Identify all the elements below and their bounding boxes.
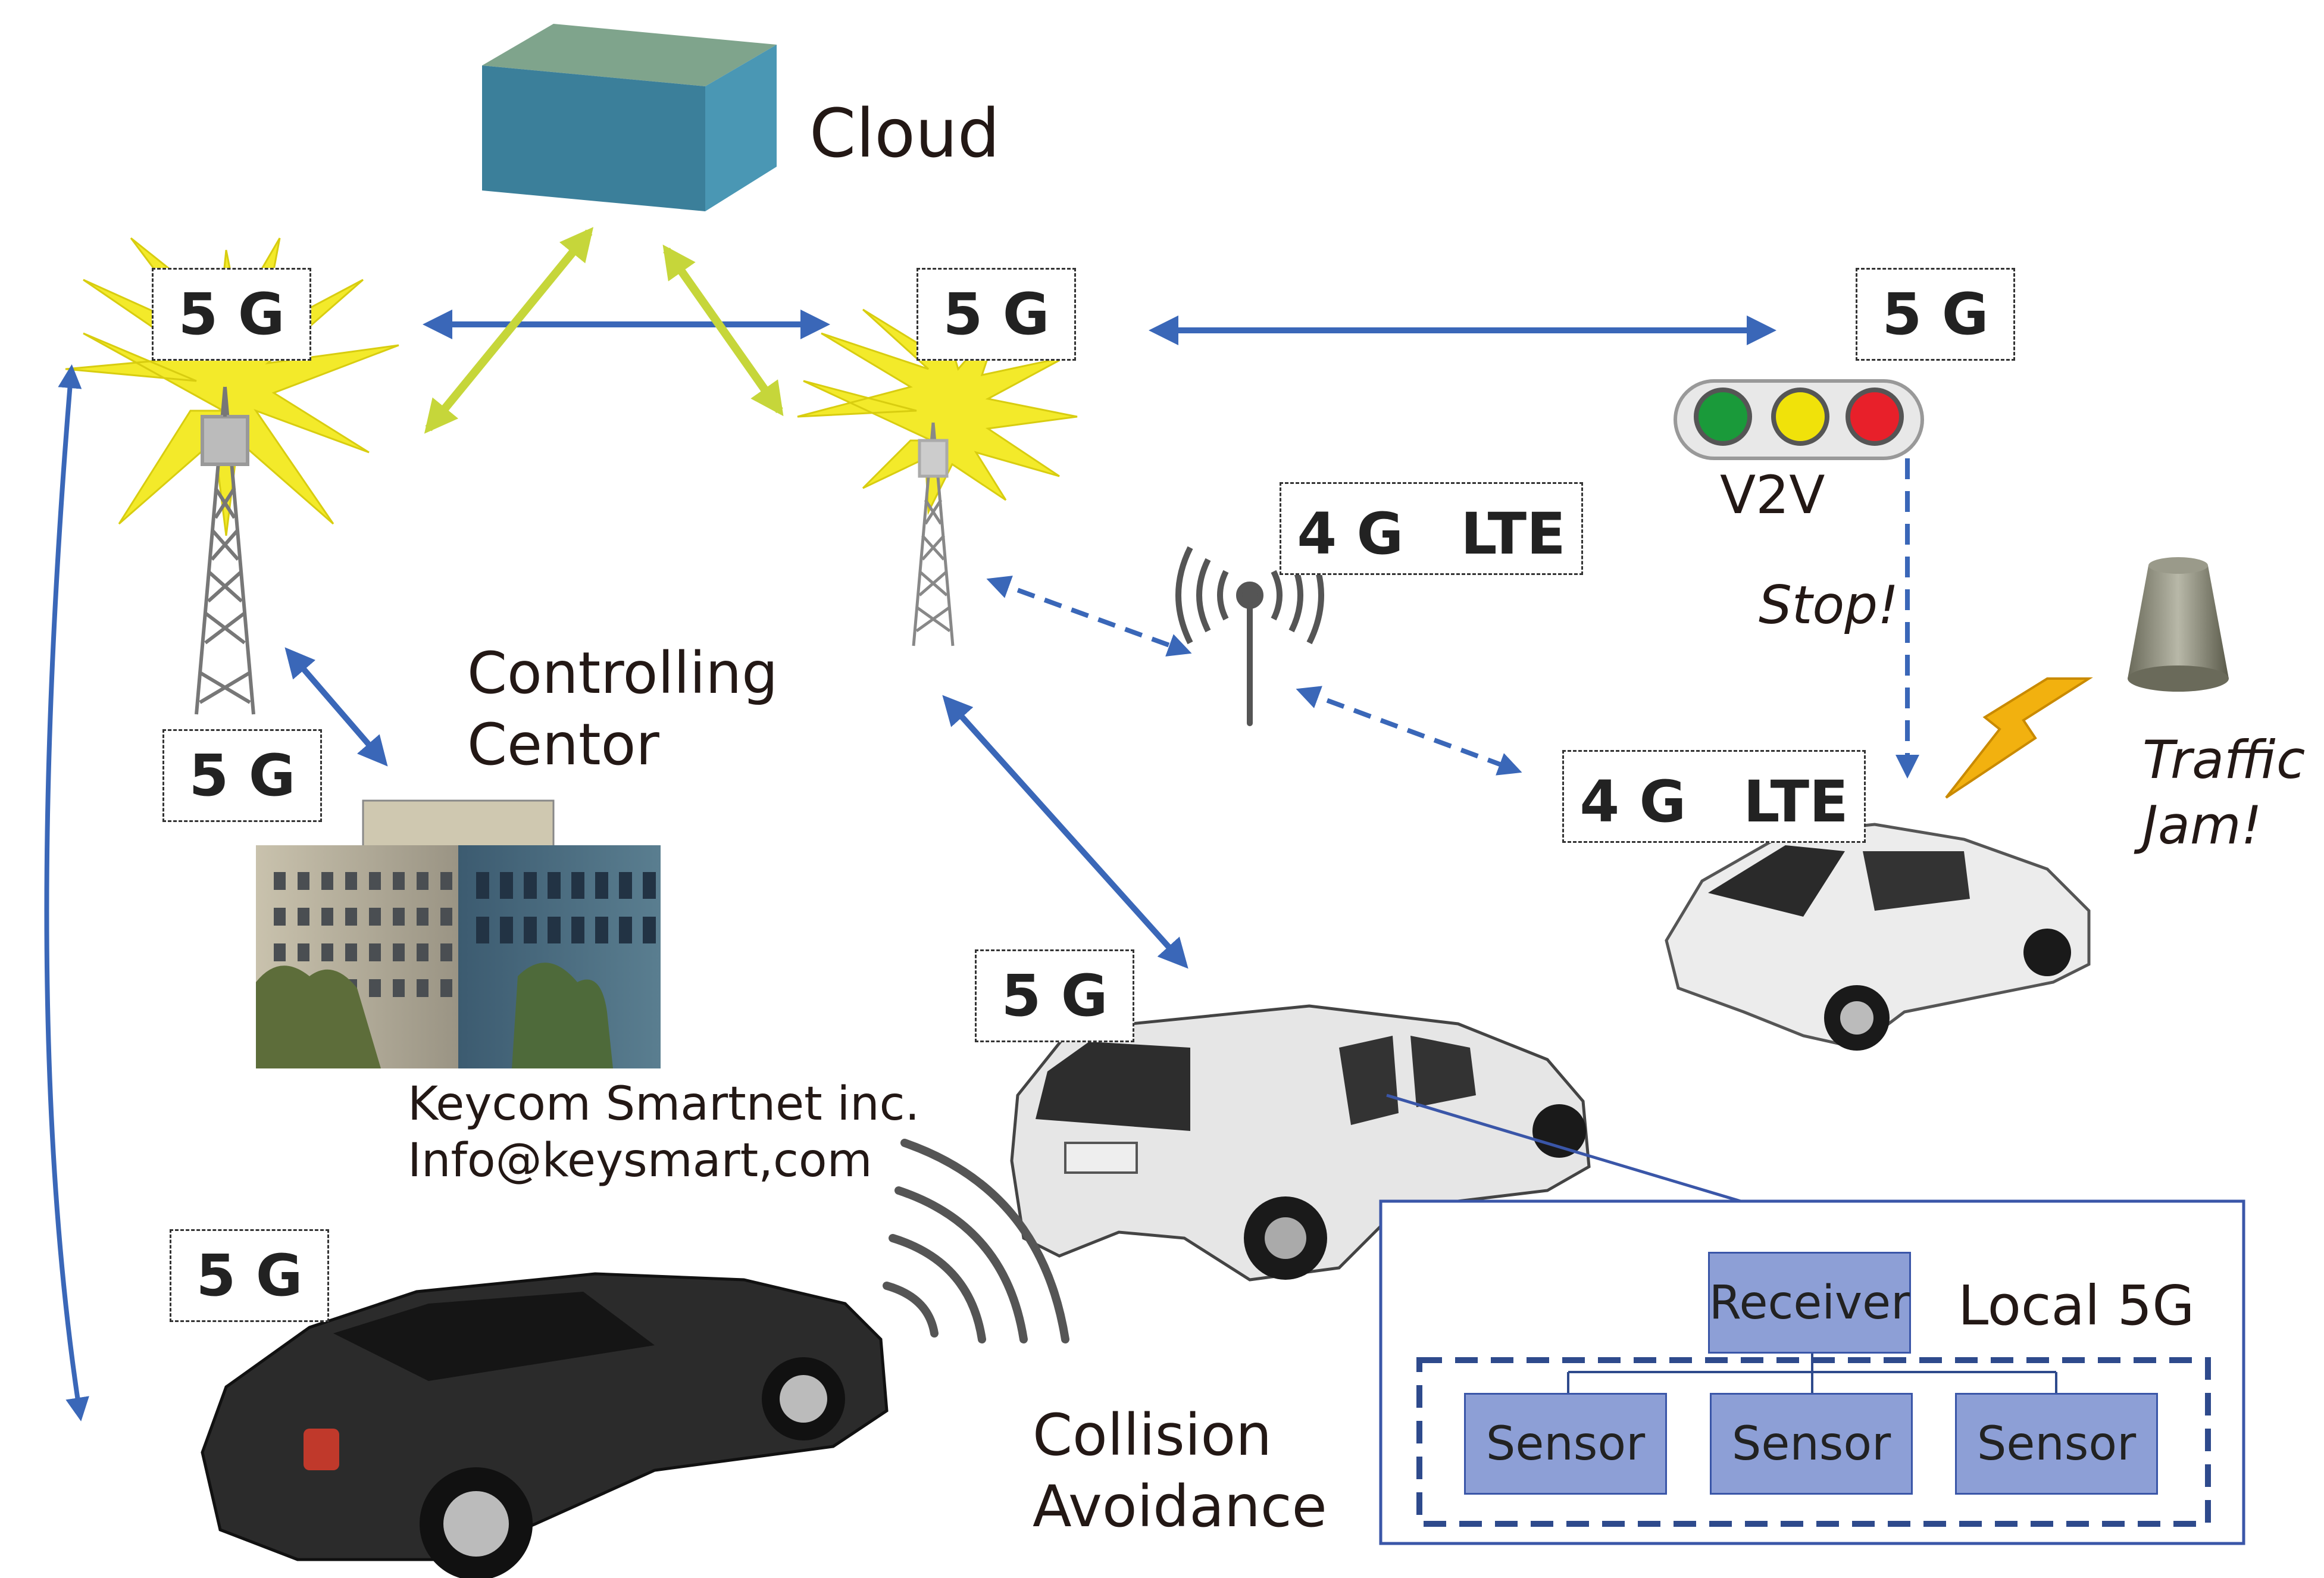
traffic-light-icon [1674,379,1924,460]
cloud-label: Cloud [809,95,1000,173]
signal-5g-tag: 5 G [1856,268,2015,361]
receiver-box: Receiver [1708,1252,1911,1354]
company-name: Keycom Smartnet inc. [408,1077,920,1131]
local5g-title: Local 5G [1958,1274,2195,1338]
wave-icon [883,1139,1069,1343]
sensor-box-3: Sensor [1955,1393,2158,1495]
building-icon [256,799,661,1068]
lightning-icon [1945,677,2093,799]
company-email: Info@keysmart,com [408,1134,872,1188]
arrows [44,227,1919,1421]
collision-line1: Collision [1033,1402,1272,1468]
traffic-cone-icon [2128,557,2229,692]
traffic-jam-line1: Traffic [2142,729,2306,790]
stop-label: Stop! [1759,574,1899,636]
controlling-center-line1: Controlling [467,640,778,707]
traffic-jam-line2: Jam! [2142,795,2262,856]
sensor-box-1: Sensor [1464,1393,1667,1495]
suv-5g-tag: 5 G [975,949,1134,1042]
tower1-5g-tag: 5 G [152,268,311,361]
cell-tower-icon [195,386,255,715]
suv-icon [1010,1004,1591,1282]
cloud-icon [482,24,777,211]
sedan-icon [1665,823,2091,1051]
signal-burst-icon-2 [797,308,1078,515]
center-5g-tag: 5 G [162,729,322,822]
black-car-icon [201,1272,889,1578]
collision-line2: Avoidance [1033,1473,1327,1540]
sensor-box-2: Sensor [1710,1393,1913,1495]
v2v-label: V2V [1720,464,1825,526]
tower2-5g-tag: 5 G [917,268,1076,361]
controlling-center-line2: Centor [467,711,659,778]
cell-tower-icon-2 [912,422,955,646]
lte-antenna-tag: 4 G LTE [1280,482,1583,575]
black-car-5g-tag: 5 G [170,1229,329,1322]
lte-car-tag: 4 G LTE [1562,750,1866,843]
